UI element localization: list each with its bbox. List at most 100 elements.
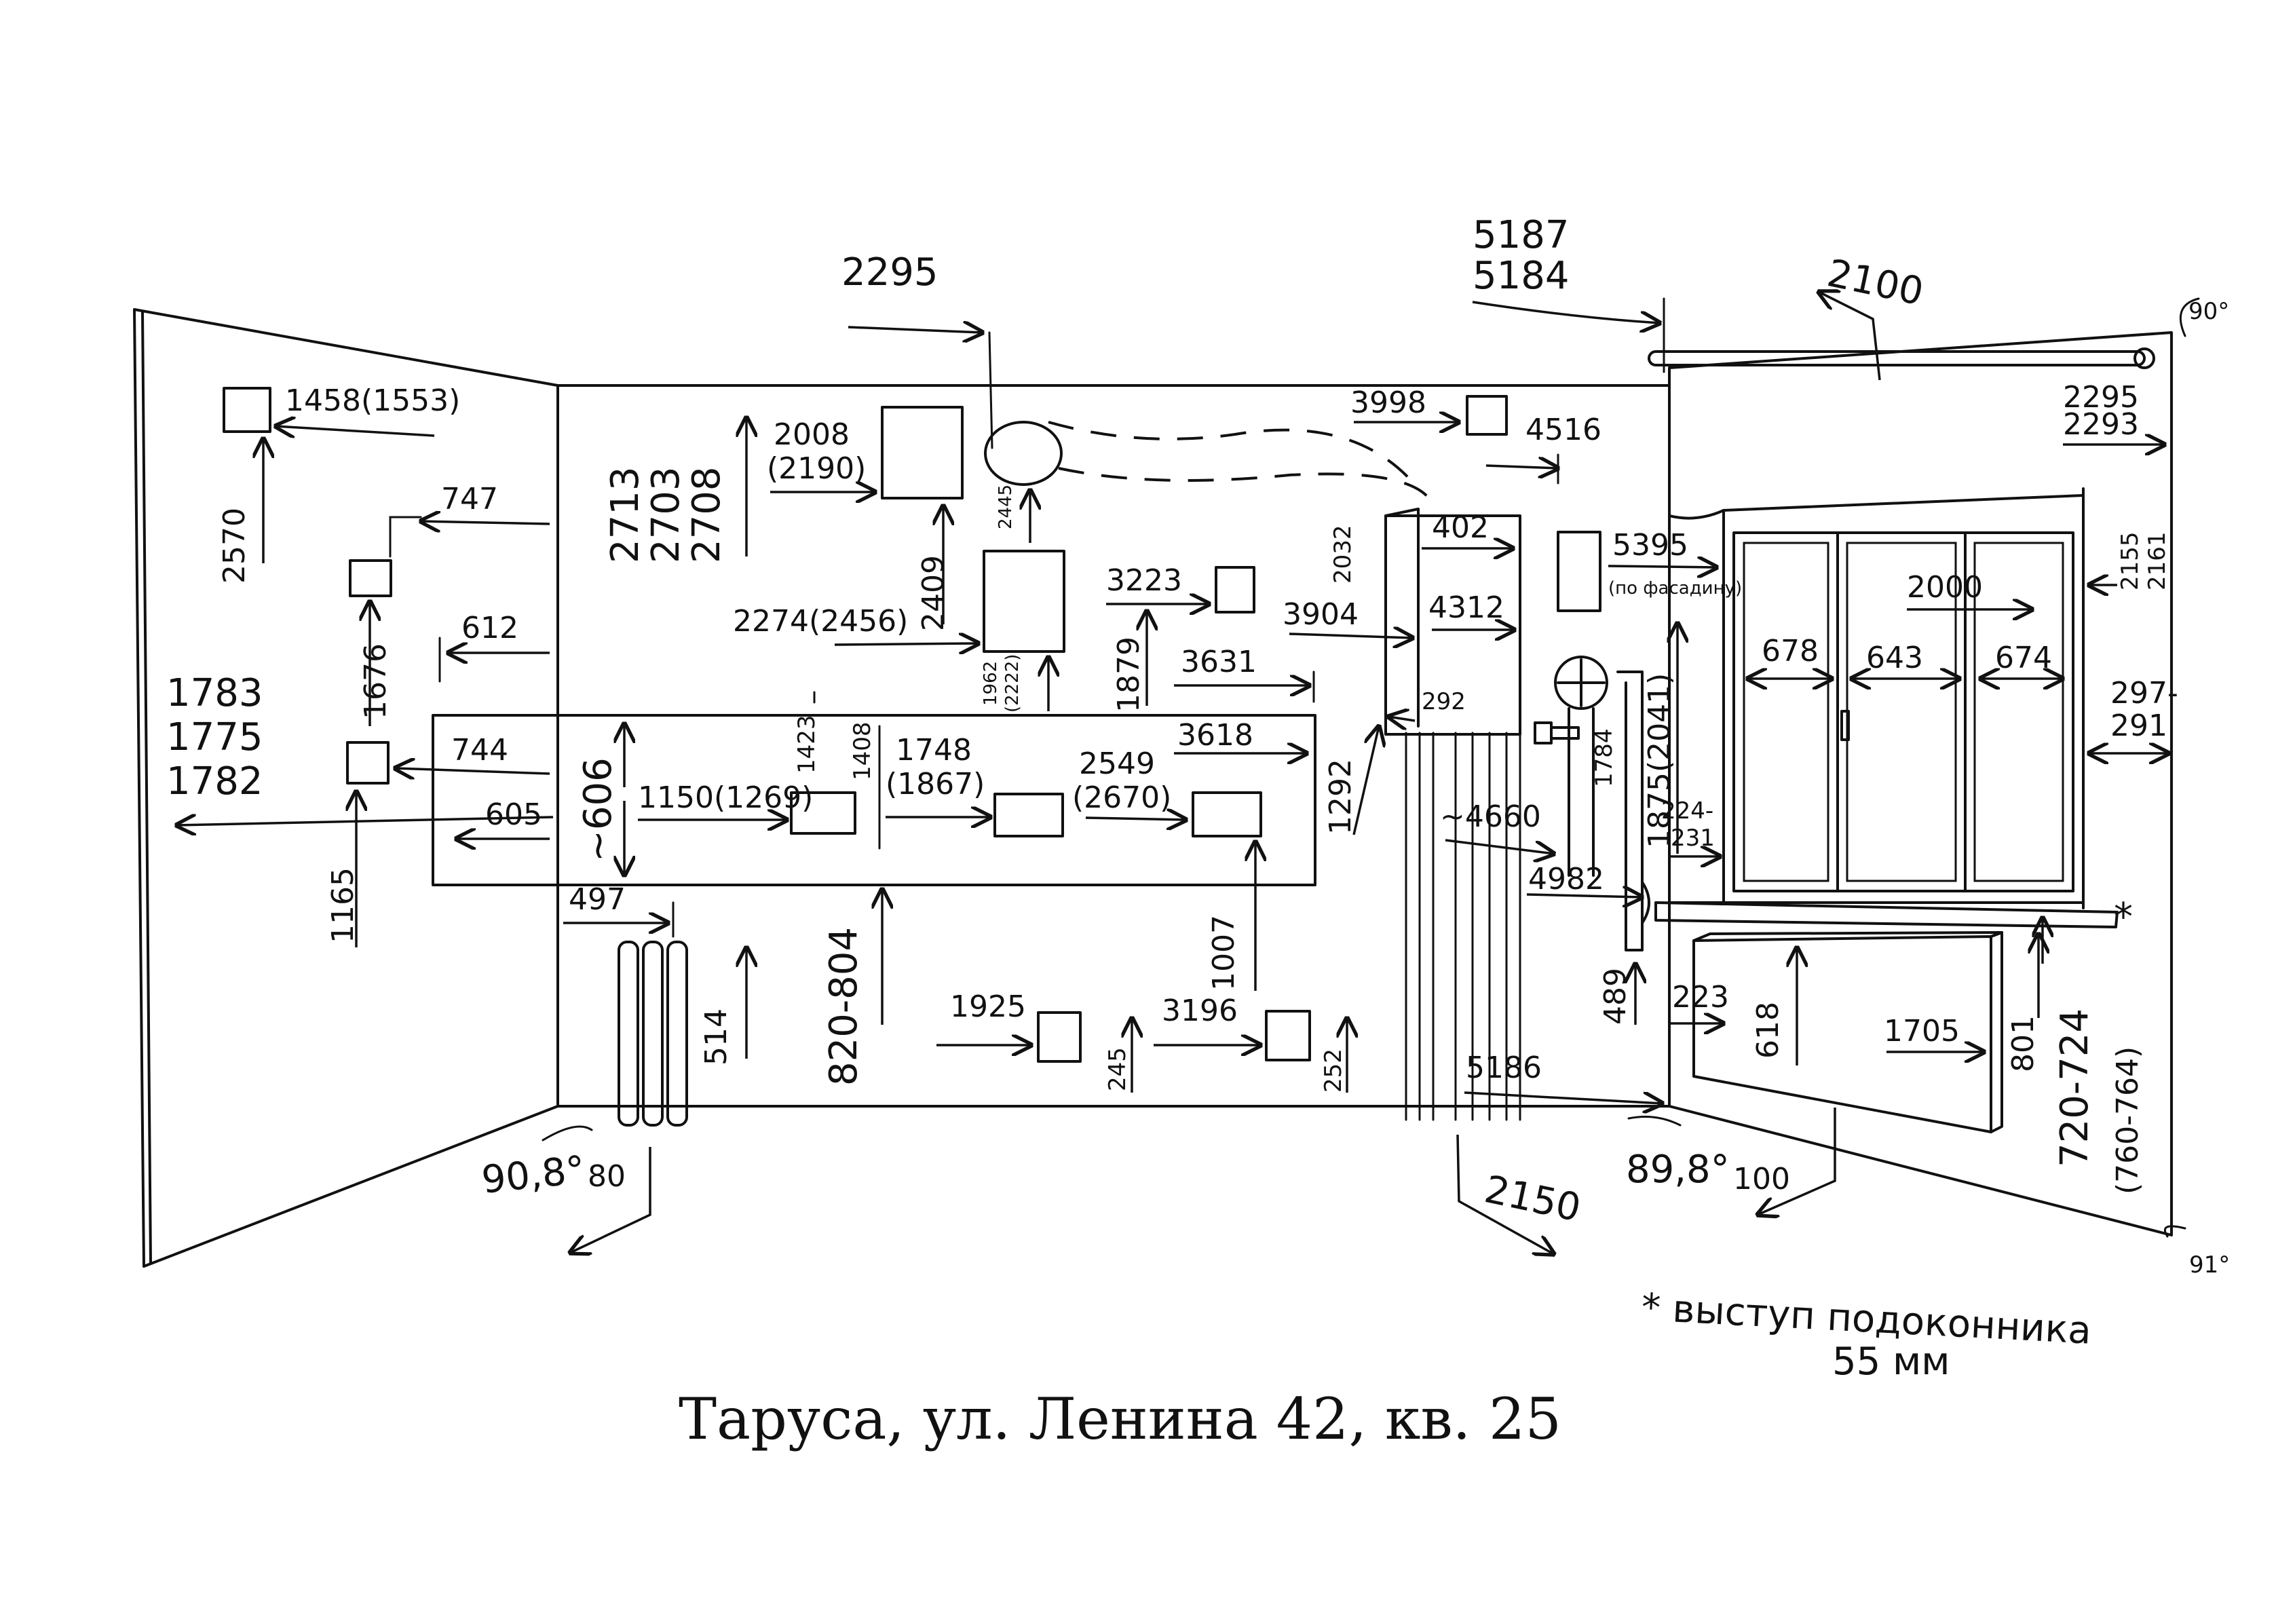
- label-643: 643: [1866, 641, 1923, 675]
- label-1165: 1165: [326, 867, 360, 943]
- label-801: 801: [2006, 1015, 2041, 1072]
- window-pane-left: [1743, 542, 1829, 882]
- radiator-pipes-left: [618, 941, 688, 1127]
- pipe-route-upper: [1048, 421, 1420, 490]
- label-4312: 4312: [1428, 590, 1504, 625]
- label-1925: 1925: [950, 989, 1026, 1024]
- curtain-rod-end: [2133, 347, 2155, 369]
- electrical-panel: [881, 406, 964, 499]
- window-outer-frame: [1668, 494, 2085, 904]
- line-2295-back: [988, 331, 993, 449]
- label-2549: 2549: [1079, 747, 1155, 781]
- label-224: 224-: [1661, 797, 1713, 825]
- arrow-1292: [1352, 726, 1379, 835]
- arrow-1458: [276, 426, 435, 436]
- label-292: 292: [1422, 688, 1466, 715]
- label-3196: 3196: [1162, 994, 1238, 1028]
- tall-cabinet: [1384, 514, 1521, 736]
- lower-socket-2: [1265, 1010, 1311, 1061]
- label-252: 252: [1320, 1049, 1347, 1093]
- arrow-5186: [1464, 1091, 1663, 1103]
- label-star: *: [2114, 895, 2133, 939]
- window-frame: [1732, 531, 2074, 892]
- label-1783: 1783: [166, 671, 263, 715]
- label-497: 497: [569, 882, 626, 917]
- label-514: 514: [699, 1008, 734, 1065]
- riser-pipes: [1405, 732, 1521, 1121]
- label-1423: 1423: [793, 715, 820, 774]
- label-1705: 1705: [1884, 1014, 1960, 1049]
- arrow-2274: [834, 643, 979, 645]
- label-489: 489: [1598, 968, 1633, 1025]
- curtain-rod: [1648, 347, 2155, 369]
- label-1775: 1775: [166, 715, 263, 759]
- label-760: (760-764): [2110, 1046, 2145, 1194]
- label-612: 612: [461, 611, 518, 645]
- label-231: 231: [1671, 825, 1715, 852]
- label-1676: 1676: [358, 643, 393, 719]
- label-2000: 2000: [1907, 570, 1983, 605]
- tall-cabinet-side: [1384, 508, 1420, 728]
- label-2161: 2161: [2144, 531, 2171, 590]
- label-4982: 4982: [1528, 862, 1604, 896]
- label-3618: 3618: [1177, 718, 1253, 753]
- label-2295-back: 2295: [841, 250, 938, 295]
- lower-socket-1: [1037, 1011, 1082, 1063]
- label-4660: ~4660: [1440, 799, 1541, 834]
- left-wall-socket-3: [346, 741, 390, 785]
- label-90-top: 90°: [2188, 298, 2229, 325]
- arrow-3904: [1289, 634, 1413, 638]
- label-2295-right: 2295: [2063, 380, 2139, 415]
- label-100: 100: [1733, 1162, 1790, 1196]
- label-1875: 1875(2041): [1642, 673, 1677, 848]
- backsplash-socket-2: [993, 793, 1064, 837]
- window-handle: [1840, 710, 1850, 741]
- arrow-5395: [1608, 566, 1717, 567]
- label-2409: 2409: [916, 555, 951, 631]
- label-2293: 2293: [2063, 407, 2139, 442]
- label-1458: 1458(1553): [285, 383, 460, 418]
- label-89-8: 89,8°: [1626, 1148, 1730, 1192]
- label-2100: 2100: [1823, 251, 1927, 314]
- label-223: 223: [1672, 980, 1729, 1015]
- radiator-side: [1990, 931, 2003, 1133]
- label-5187: 5187: [1473, 213, 1570, 257]
- window-sill: [1654, 901, 2119, 928]
- label-2670: (2670): [1072, 780, 1171, 815]
- label-1408: 1408: [849, 721, 876, 780]
- label-297: 297-: [2110, 676, 2178, 711]
- label-618: 618: [1751, 1002, 1785, 1059]
- label-1292: 1292: [1323, 759, 1358, 835]
- drawing-title: Таруса, ул. Ленина 42, кв. 25: [679, 1386, 1561, 1452]
- label-2445: 2445: [995, 485, 1016, 529]
- wall-socket-by-window: [1557, 531, 1601, 612]
- label-678: 678: [1762, 634, 1819, 668]
- label-2570: 2570: [217, 508, 252, 584]
- arrow-4516: [1485, 466, 1558, 468]
- label-1879: 1879: [1112, 637, 1146, 713]
- arrow-80: [570, 1147, 651, 1253]
- label-91: 91°: [2189, 1251, 2230, 1279]
- backsplash-socket-3: [1192, 791, 1262, 837]
- left-wall-socket-1: [223, 387, 271, 433]
- arrow-1783: [176, 817, 554, 825]
- angle-arc-top-right: [2179, 297, 2200, 337]
- arrow-2549: [1085, 818, 1186, 820]
- label-1007: 1007: [1207, 915, 1241, 991]
- label-5395: 5395: [1612, 528, 1688, 563]
- arrow-2150: [1456, 1134, 1554, 1254]
- label-5186: 5186: [1466, 1051, 1542, 1085]
- label-747: 747: [441, 482, 498, 516]
- label-720: 720-724: [2053, 1008, 2097, 1167]
- label-605: 605: [485, 797, 542, 832]
- gas-meter-round: [984, 421, 1063, 486]
- label-3631: 3631: [1181, 645, 1257, 679]
- angle-arc-bottom-right: [2163, 1225, 2186, 1238]
- label-2713: 2713: [603, 466, 647, 563]
- label-820: 820-804: [822, 927, 866, 1086]
- label-5395-note: (по фасадину): [1608, 578, 1742, 599]
- label-606: ~606: [576, 757, 620, 862]
- label-90-8: 90,8°: [480, 1148, 588, 1203]
- left-wall-socket-2: [349, 559, 392, 597]
